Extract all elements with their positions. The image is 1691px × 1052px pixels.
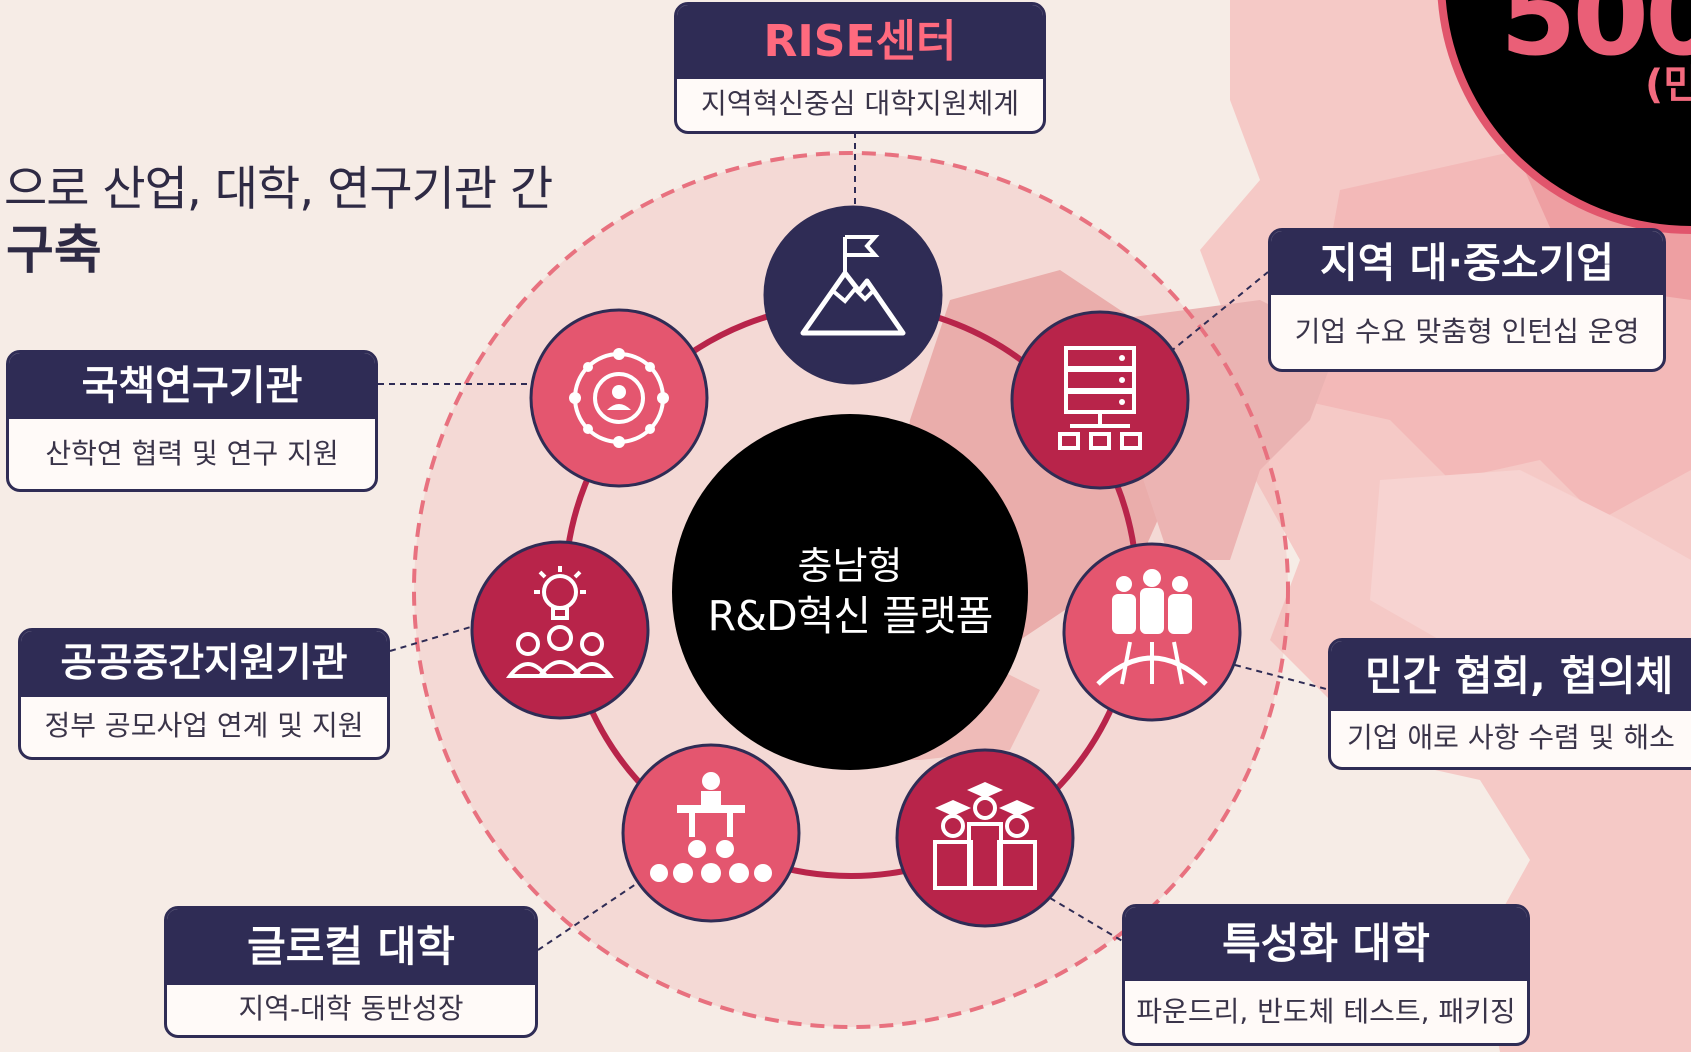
card-public-desc: 정부 공모사업 연계 및 지원 (44, 709, 364, 742)
card-rise-title: RISE센터 (677, 5, 1043, 79)
card-special-desc: 파운드리, 반도체 테스트, 패키징 (1136, 995, 1516, 1028)
headline-line1: 으로 산업, 대학, 연구기관 간 (4, 162, 553, 217)
card-public-title: 공공중간지원기관 (21, 631, 387, 697)
graduates-icon (933, 782, 1037, 890)
card-national-desc: 산학연 협력 및 연구 지원 (45, 437, 339, 470)
lecture-audience-icon (650, 772, 772, 883)
card-special-title: 특성화 대학 (1125, 907, 1527, 981)
top-right-number: 500 (1500, 0, 1691, 80)
card-rise-desc: 지역혁신중심 대학지원체계 (700, 87, 1020, 120)
specialized-univ-node-circle (895, 748, 1075, 928)
people-globe-icon (1096, 569, 1208, 686)
enterprise-node-circle (1010, 310, 1190, 490)
rise-node (763, 205, 943, 385)
card-private-title: 민간 협회, 협의체 (1331, 641, 1691, 711)
person-network-icon (569, 348, 669, 448)
connector-lines (378, 132, 1331, 951)
card-glocal-univ: 글로컬 대학 지역-대학 동반성장 (164, 906, 538, 1038)
card-glocal-desc: 지역-대학 동반성장 (238, 992, 464, 1025)
card-regional-title: 지역 대·중소기업 (1271, 231, 1663, 295)
glocal-univ-node-circle (621, 743, 801, 923)
top-right-circle (1437, 0, 1691, 234)
association-node (1062, 542, 1242, 722)
center-circle (672, 414, 1028, 770)
glocal-univ-node (621, 743, 801, 923)
rise-node-circle (763, 205, 943, 385)
card-regional-enterprise: 지역 대·중소기업 기업 수요 맞춤형 인턴십 운영 (1268, 228, 1666, 372)
headline-line2: 구축 (6, 221, 102, 281)
card-glocal-title: 글로컬 대학 (167, 909, 535, 985)
server-network-icon (1058, 346, 1142, 450)
idea-team-icon (505, 566, 615, 678)
specialized-univ-node (895, 748, 1075, 928)
node-group (470, 205, 1242, 928)
card-private-association: 민간 협회, 협의체 기업 애로 사항 수렴 및 해소 (1328, 638, 1691, 770)
card-national-title: 국책연구기관 (9, 353, 375, 419)
card-specialized-univ: 특성화 대학 파운드리, 반도체 테스트, 패키징 (1122, 904, 1530, 1046)
top-right-paren: (민 (1645, 62, 1691, 108)
research-node (529, 308, 709, 488)
enterprise-node (1010, 310, 1190, 490)
mountain-flag-icon (800, 235, 906, 336)
card-regional-desc: 기업 수요 맞춤형 인턴십 운영 (1294, 315, 1640, 348)
card-national-research: 국책연구기관 산학연 협력 및 연구 지원 (6, 350, 378, 492)
card-private-desc: 기업 애로 사항 수렴 및 해소 (1347, 721, 1675, 754)
card-public-agency: 공공중간지원기관 정부 공모사업 연계 및 지원 (18, 628, 390, 760)
public-agency-node (470, 540, 650, 720)
card-rise: RISE센터 지역혁신중심 대학지원체계 (674, 2, 1046, 134)
